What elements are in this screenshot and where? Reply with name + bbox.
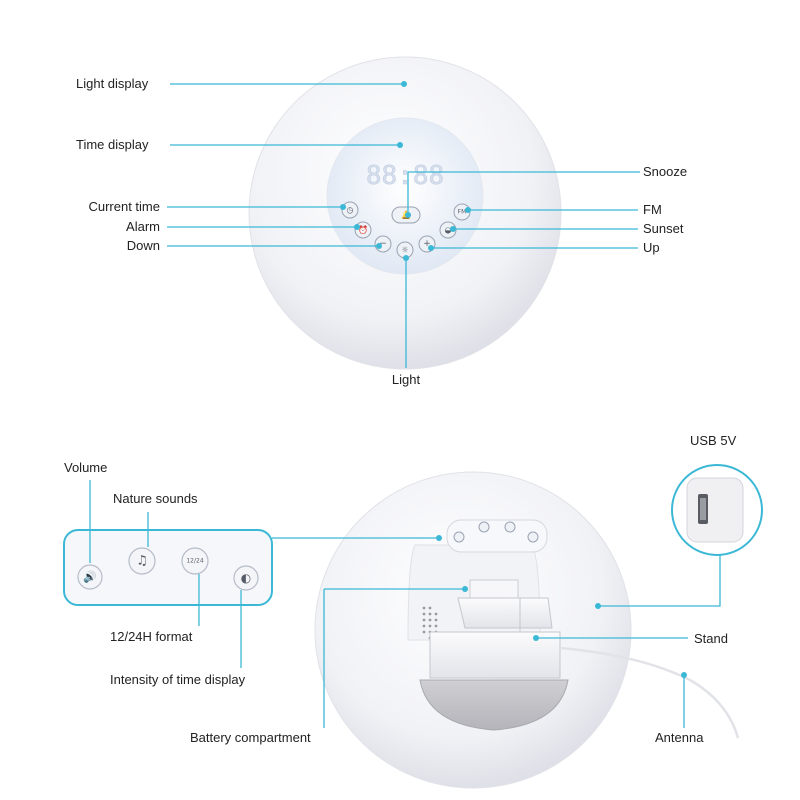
button-panel-inset: 🔊 ♫ 12/24 ◐ — [63, 529, 273, 606]
usb-inset — [671, 464, 763, 556]
clock-icon: ◷ — [347, 206, 354, 215]
antenna-wire — [559, 646, 740, 739]
music-note-icon: ♫ — [136, 554, 148, 569]
volume-icon: 🔊 — [83, 570, 97, 584]
label-fm: FM — [643, 202, 662, 217]
minus-icon: − — [379, 239, 387, 249]
nature-sounds-button[interactable]: ♫ — [128, 547, 156, 575]
back-leader-lines — [89, 480, 721, 728]
label-antenna: Antenna — [655, 730, 704, 745]
label-usb: USB 5V — [690, 433, 737, 448]
label-time-display: Time display — [76, 137, 149, 152]
intensity-button[interactable]: ◐ — [233, 565, 259, 591]
current-time-button[interactable]: ◷ — [341, 201, 359, 219]
volume-button[interactable]: 🔊 — [77, 564, 103, 590]
time-digits: 88:88 — [366, 161, 444, 191]
speaker-grille — [422, 606, 438, 640]
back-button-strip — [446, 519, 548, 553]
top-view: 88:88 ◷ ⏰ − ☼ + ◒ FM — [76, 56, 687, 387]
half-moon-icon: ◐ — [241, 571, 251, 585]
plus-icon: + — [423, 239, 431, 249]
format-12-24-button[interactable]: 12/24 — [181, 547, 209, 575]
label-intensity: Intensity of time display — [110, 672, 246, 687]
stand — [429, 579, 561, 679]
back-view: 🔊 ♫ 12/24 ◐ — [63, 433, 763, 789]
sun-icon: ☼ — [401, 246, 408, 255]
label-stand: Stand — [694, 631, 728, 646]
label-sunset: Sunset — [643, 221, 684, 236]
sunset-button[interactable]: ◒ — [439, 221, 457, 239]
label-light: Light — [392, 372, 421, 387]
label-format-12-24: 12/24H format — [110, 629, 193, 644]
label-down: Down — [127, 238, 160, 253]
fm-button-text: FM — [458, 209, 467, 216]
label-up: Up — [643, 240, 660, 255]
top-leader-lines — [167, 81, 640, 368]
label-snooze: Snooze — [643, 164, 687, 179]
alarm-clock-icon: ⏰ — [358, 225, 368, 235]
battery-compartment — [419, 679, 569, 731]
clock-format-icon: 12/24 — [186, 558, 203, 565]
label-light-display: Light display — [76, 76, 149, 91]
label-current-time: Current time — [88, 199, 160, 214]
label-battery: Battery compartment — [190, 730, 311, 745]
label-nature-sounds: Nature sounds — [113, 491, 198, 506]
label-alarm: Alarm — [126, 219, 160, 234]
label-volume: Volume — [64, 460, 107, 475]
sunset-icon: ◒ — [445, 226, 452, 235]
